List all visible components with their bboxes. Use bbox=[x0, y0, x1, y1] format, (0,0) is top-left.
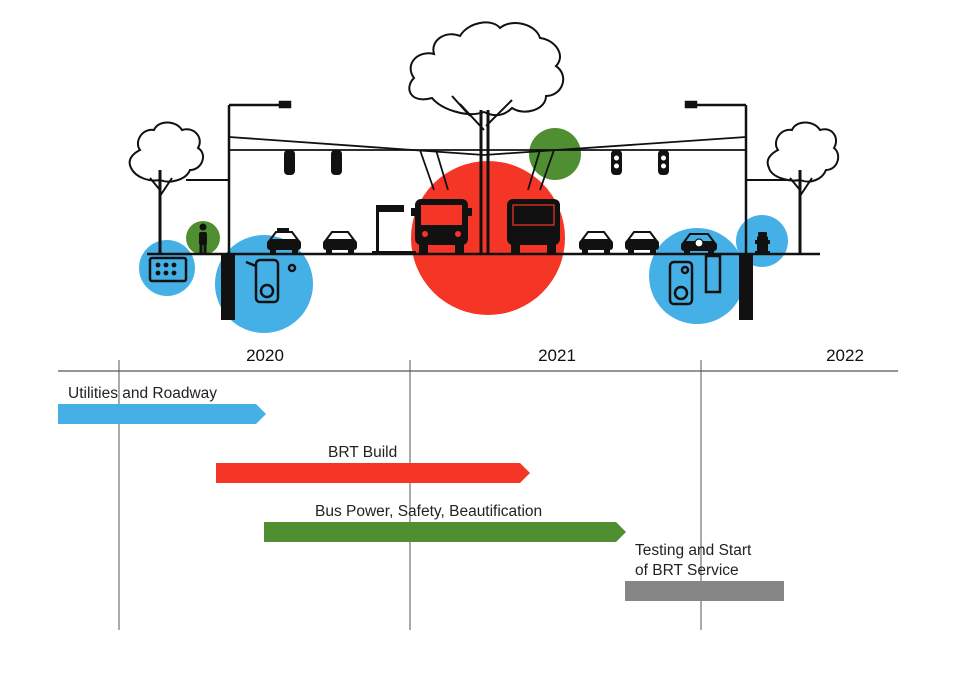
overhead-wires bbox=[228, 136, 747, 191]
year-label-2022: 2022 bbox=[826, 346, 864, 365]
utilities-roadway-label: Utilities and Roadway bbox=[68, 385, 217, 402]
tree-icon bbox=[128, 121, 205, 254]
utility-vault-icon bbox=[148, 256, 188, 283]
traffic-signal-icon bbox=[284, 150, 669, 175]
bus-power-safety-label: Bus Power, Safety, Beautification bbox=[315, 503, 542, 520]
curb-foundation bbox=[739, 254, 753, 320]
year-label-2020: 2020 bbox=[246, 346, 284, 365]
brt-station-icon bbox=[372, 205, 416, 255]
bus-icon bbox=[507, 199, 560, 254]
brt-build-bar bbox=[216, 463, 530, 483]
car-icon bbox=[323, 231, 357, 254]
testing-service-label-line2: of BRT Service bbox=[635, 562, 739, 579]
street-cross-section bbox=[128, 21, 840, 333]
tree-icon bbox=[766, 121, 840, 254]
tree-icon bbox=[408, 21, 565, 254]
utility-pipe-icon bbox=[668, 254, 722, 306]
fire-hydrant-icon bbox=[755, 232, 770, 254]
utilities-roadway-bar bbox=[58, 404, 266, 424]
year-label-2021: 2021 bbox=[538, 346, 576, 365]
bus-icon bbox=[411, 199, 472, 254]
pedestrian-icon bbox=[199, 223, 207, 254]
testing-service-label-line1: Testing and Start bbox=[635, 542, 752, 559]
brt-build-label: BRT Build bbox=[328, 444, 397, 461]
utility-circle-left-large bbox=[215, 235, 313, 333]
car-icon bbox=[625, 231, 659, 254]
bus-power-safety-bar bbox=[264, 522, 626, 542]
testing-service-bar bbox=[625, 581, 784, 601]
car-icon bbox=[579, 231, 613, 254]
power-circle bbox=[529, 128, 581, 180]
curb-foundation bbox=[221, 254, 235, 320]
police-car-icon bbox=[681, 233, 717, 254]
taxi-icon bbox=[267, 228, 301, 254]
utility-circle-right-large bbox=[649, 228, 745, 324]
utility-pipe-icon bbox=[245, 258, 297, 304]
timeline: 2020 2021 2022 Utilities and Roadway BRT… bbox=[58, 346, 898, 630]
